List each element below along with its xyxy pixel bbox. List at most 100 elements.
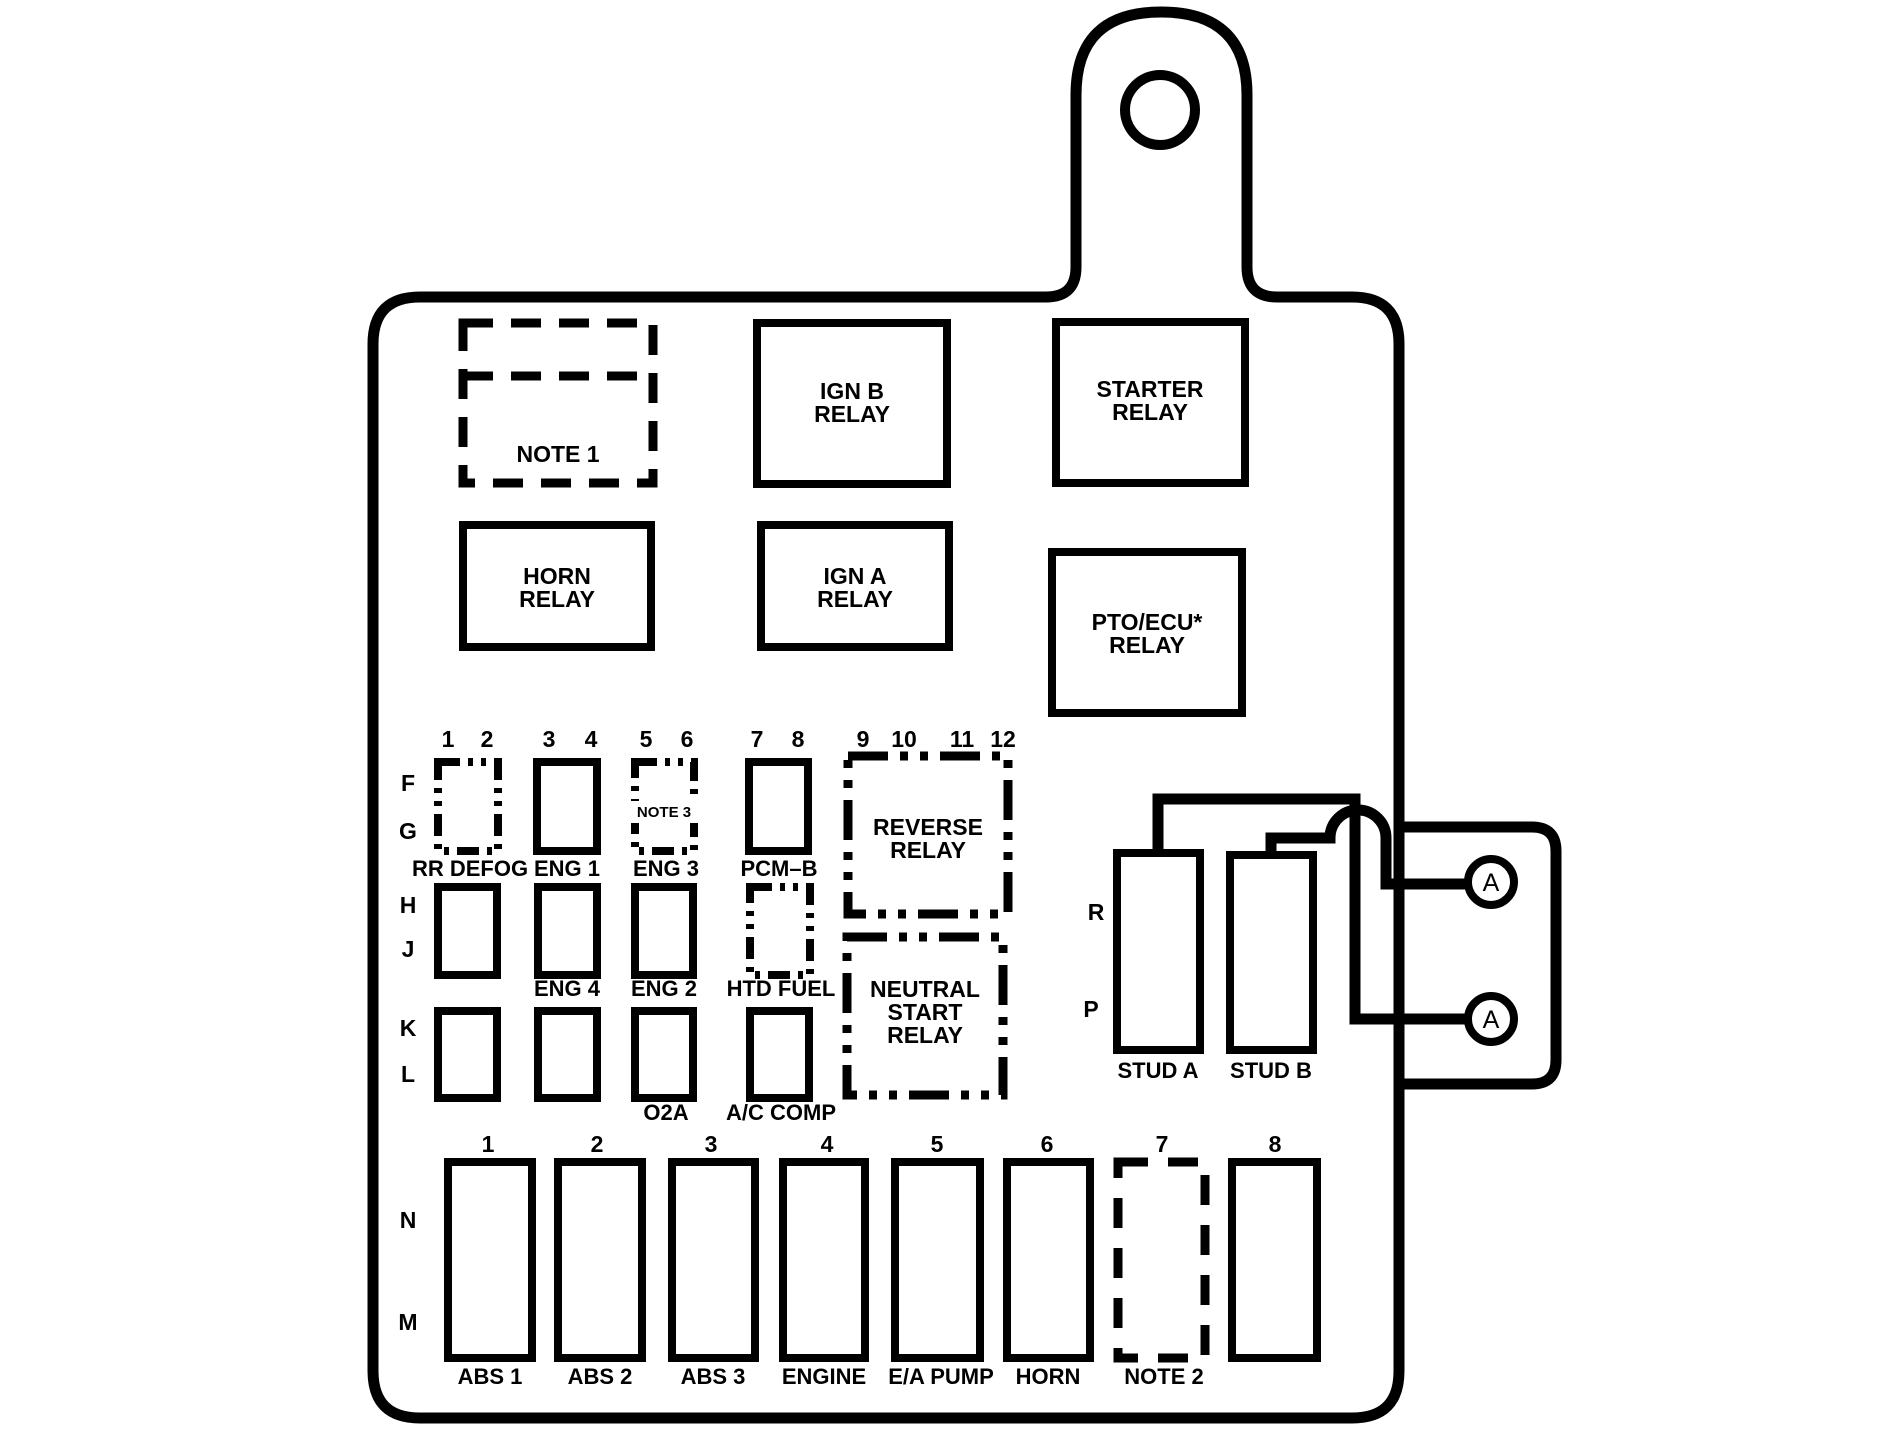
- row-letter-m: M: [398, 1309, 417, 1335]
- row-letter-k: K: [400, 1015, 417, 1041]
- maxi-pos-number: 3: [705, 1131, 718, 1157]
- pcm-b-label: PCM–B: [740, 856, 817, 881]
- abs3-fuse-box: [668, 1158, 759, 1362]
- maxi-pos-number: 4: [821, 1131, 834, 1157]
- fuse-pos-number: 11: [950, 726, 975, 752]
- mini-fuse-position-numbers: 1 2 3 4 5 6 7 8 9 10 11 12: [442, 726, 1016, 752]
- horn-fuse-box: [1003, 1158, 1094, 1362]
- engine-label: ENGINE: [782, 1364, 866, 1389]
- pto-ecu-relay-box: [1048, 548, 1246, 717]
- pto-ecu-relay-label: PTO/ECU*: [1092, 609, 1203, 635]
- neutral-start-relay-label: RELAY: [887, 1022, 963, 1048]
- note1-label: NOTE 1: [516, 441, 599, 467]
- note2-label: NOTE 2: [1124, 1364, 1203, 1389]
- fuse-pos-number: 12: [990, 726, 1016, 752]
- engine-fuse-box: [779, 1158, 869, 1362]
- terminal-circle: [1464, 992, 1518, 1046]
- note3-backing: [630, 801, 699, 823]
- abs2-fuse-box: [554, 1158, 646, 1362]
- maxi-pos-number: 7: [1156, 1131, 1169, 1157]
- terminal-a-label: A: [1483, 1006, 1500, 1034]
- maxi-pos-number: 8: [1269, 1131, 1282, 1157]
- mounting-hole-icon: [1120, 70, 1200, 150]
- terminal-a-bottom: A: [1464, 992, 1518, 1046]
- row-letter-j: J: [402, 936, 415, 962]
- ign-b-relay-label: IGN B: [820, 378, 884, 404]
- terminal-a-label: A: [1483, 869, 1500, 897]
- stud-b-label: STUD B: [1230, 1058, 1312, 1083]
- reverse-relay-box: [843, 751, 1013, 919]
- row-letter-l: L: [401, 1061, 415, 1087]
- ign-a-relay: IGN A RELAY: [757, 521, 953, 651]
- ign-b-relay: IGN B RELAY: [753, 319, 951, 488]
- htd-fuel-fuse-box: [746, 883, 814, 979]
- maxi-pos-number: 1: [482, 1131, 495, 1157]
- row-letter-h: H: [400, 892, 417, 918]
- eng1-label: ENG 1: [534, 856, 600, 881]
- fuse-pos-number: 9: [857, 726, 870, 752]
- abs1-label: ABS 1: [458, 1364, 523, 1389]
- horn-relay: HORN RELAY: [459, 521, 655, 651]
- fuse-pos-number: 2: [481, 726, 494, 752]
- horn-relay-label: HORN: [523, 563, 591, 589]
- horn-relay-label: RELAY: [519, 586, 595, 612]
- stud-b-wire: [1265, 804, 1491, 890]
- abs3-label: ABS 3: [681, 1364, 746, 1389]
- fuse-pos-number: 3: [543, 726, 556, 752]
- ea-pump-label: E/A PUMP: [888, 1364, 994, 1389]
- ign-a-relay-box: [757, 521, 953, 651]
- note1-slot: NOTE 1: [458, 318, 658, 488]
- htd-fuel-label: HTD FUEL: [727, 976, 836, 1001]
- starter-relay-label: STARTER: [1097, 376, 1204, 402]
- fuse-pos-number: 6: [681, 726, 694, 752]
- pcm-b-fuse-box: [745, 758, 812, 855]
- eng4-fuse-box: [534, 883, 601, 979]
- mini-fuse-row-fg: NOTE 3 RR DEFOG ENG 1 ENG 3 PCM–B: [412, 758, 818, 881]
- stud-a-wire: [1152, 793, 1491, 1025]
- fuse-box: [534, 1007, 601, 1102]
- o2a-fuse-box: [631, 1007, 697, 1102]
- eng4-label: ENG 4: [534, 976, 601, 1001]
- maxi-pos-number: 2: [591, 1131, 604, 1157]
- eng3-label: ENG 3: [633, 856, 699, 881]
- fuse-pos-number: 8: [792, 726, 805, 752]
- ea-pump-fuse-box: [891, 1158, 984, 1362]
- fuse-pos-number: 10: [891, 726, 917, 752]
- neutral-start-relay: NEUTRAL START RELAY: [842, 932, 1008, 1100]
- reverse-relay-label: REVERSE: [873, 814, 983, 840]
- reverse-relay: REVERSE RELAY: [843, 751, 1013, 919]
- ign-b-relay-label: RELAY: [814, 401, 890, 427]
- rr-defog-label: RR DEFOG: [412, 856, 528, 881]
- ign-a-relay-label: RELAY: [817, 586, 893, 612]
- neutral-start-relay-label: NEUTRAL: [870, 976, 980, 1002]
- starter-relay-box: [1052, 318, 1249, 487]
- spare-fuse-box: [1228, 1158, 1321, 1362]
- stud-row-r: R: [1088, 899, 1105, 925]
- fuse-block-outline: [367, 6, 1405, 1424]
- eng1-fuse-box: [533, 758, 601, 855]
- abs1-fuse-box: [444, 1158, 536, 1362]
- fuse-pos-number: 7: [751, 726, 764, 752]
- terminal-circle: [1464, 855, 1518, 909]
- fuse-pos-number: 4: [585, 726, 598, 752]
- maxi-fuse-position-numbers: 1 2 3 4 5 6 7 8: [482, 1131, 1282, 1157]
- terminal-a-top: A: [1464, 855, 1518, 909]
- ign-b-relay-box: [753, 319, 951, 488]
- o2a-label: O2A: [643, 1100, 688, 1125]
- mini-fuse-row-letters: F G H J K L: [399, 770, 417, 1087]
- maxi-pos-number: 6: [1041, 1131, 1054, 1157]
- mini-fuse-row-hj: ENG 4 ENG 2 HTD FUEL: [434, 883, 836, 1001]
- note3-label: NOTE 3: [637, 804, 691, 821]
- horn-relay-box: [459, 521, 655, 651]
- maxi-fuse-row: ABS 1 ABS 2 ABS 3 ENGINE E/A PUMP HORN N…: [444, 1157, 1321, 1389]
- abs2-label: ABS 2: [568, 1364, 633, 1389]
- fuse-box: [434, 883, 501, 979]
- starter-relay-label: RELAY: [1112, 399, 1188, 425]
- pto-ecu-relay-label: RELAY: [1109, 632, 1185, 658]
- horn-fuse-label: HORN: [1016, 1364, 1081, 1389]
- note1-box: [458, 318, 658, 488]
- eng2-fuse-box: [631, 883, 697, 979]
- row-letter-f: F: [401, 770, 415, 796]
